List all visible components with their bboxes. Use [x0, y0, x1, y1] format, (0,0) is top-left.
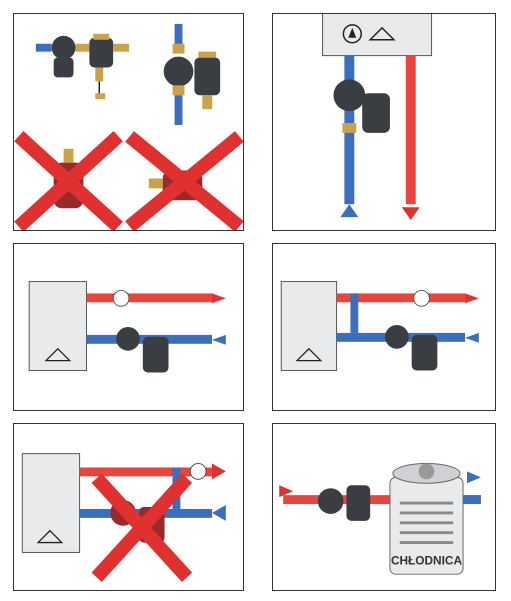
- arrow-left-icon: [211, 334, 226, 345]
- arrow-up-icon: [340, 204, 359, 218]
- panel-cooler-install: CHŁODNICA: [272, 423, 496, 591]
- arrow-right-icon: [467, 471, 481, 484]
- pump-symbol-icon: [342, 24, 362, 44]
- panel-forbidden-inverted: [13, 423, 244, 591]
- filter-forbidden-inverted-icon: [125, 131, 243, 230]
- arrow-right-icon: [279, 485, 294, 498]
- return-pipe-diagram: [28, 281, 226, 373]
- panel-return-pipe-install: [13, 243, 244, 411]
- arrow-right-icon: [211, 463, 226, 480]
- arrow-right-icon: [211, 293, 226, 304]
- arrow-left-icon: [211, 505, 226, 521]
- vertical-install-diagram: [322, 14, 433, 221]
- return-pipe-diagram-2: [280, 281, 479, 371]
- orientation-diagram: [14, 23, 243, 230]
- cooler-install-diagram: CHŁODNICA: [279, 463, 481, 575]
- cooler-label: CHŁODNICA: [391, 553, 463, 567]
- arrow-left-icon: [465, 332, 479, 343]
- panel-return-pipe-install-2: [272, 243, 496, 411]
- panel-vertical-install: [272, 13, 496, 231]
- filter-horizontal-icon: [35, 33, 129, 100]
- cooler-unit-icon: [389, 463, 464, 575]
- filter-forbidden-upright-icon: [14, 131, 123, 230]
- forbidden-cross-icon: [91, 473, 193, 582]
- filter-vertical-icon: [163, 23, 221, 125]
- arrow-down-icon: [401, 207, 420, 221]
- forbidden-inverted-diagram: [21, 453, 226, 582]
- panel-orientation: [13, 13, 244, 231]
- arrow-right-icon: [465, 293, 479, 304]
